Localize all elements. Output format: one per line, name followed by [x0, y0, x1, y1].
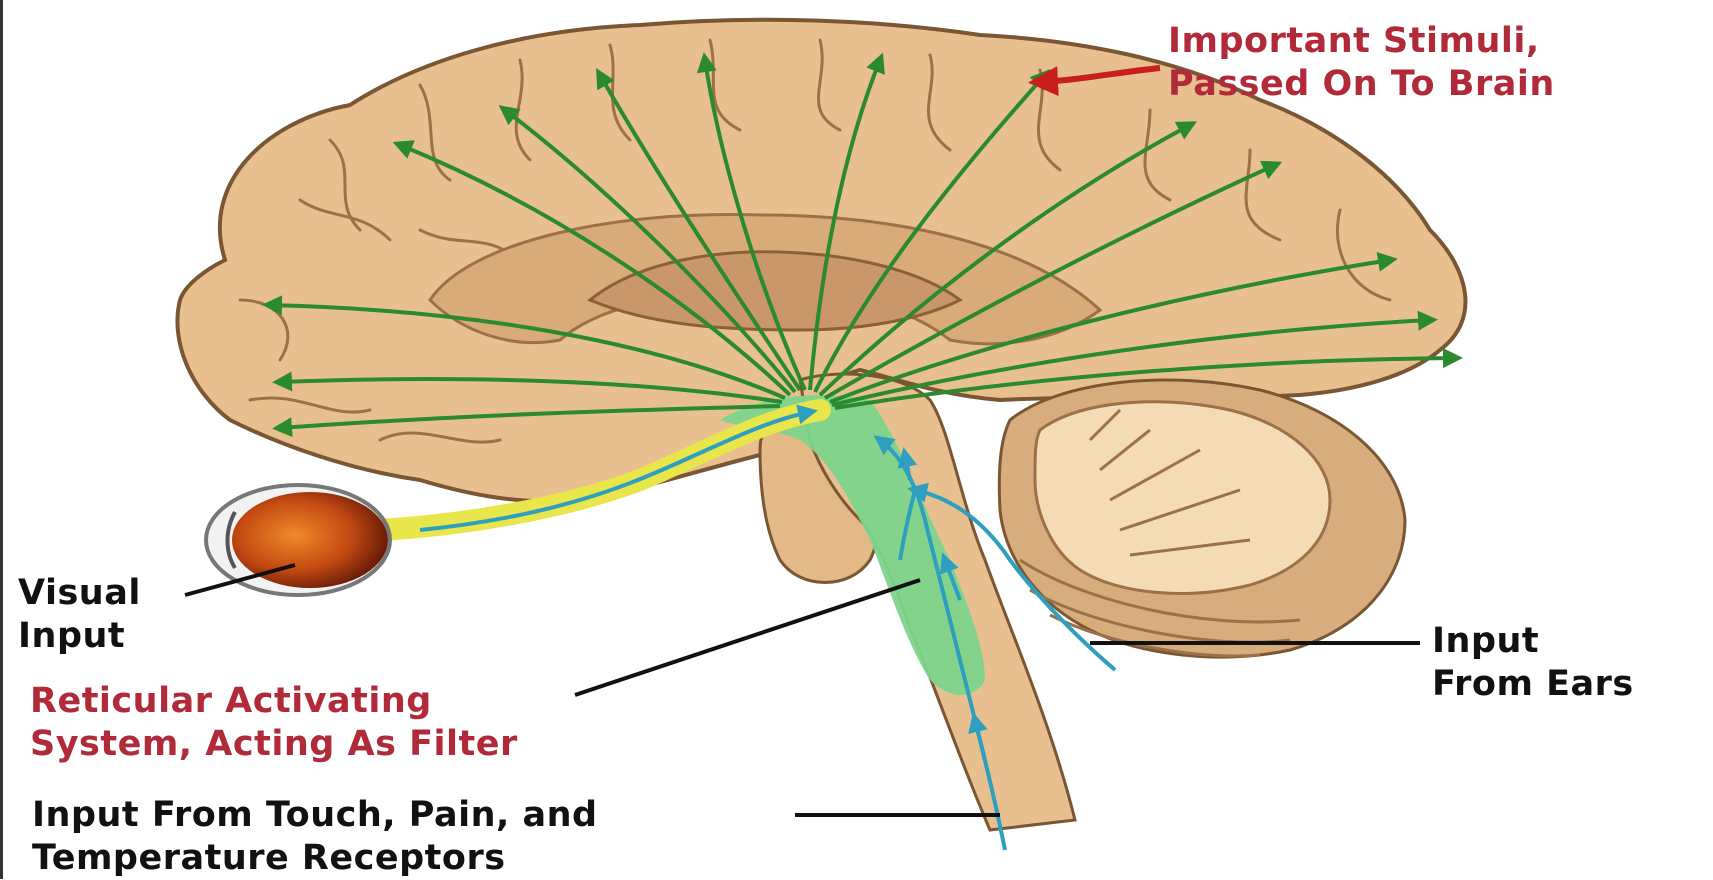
important-stimuli-text: Important Stimuli, Passed On To Brain: [1168, 21, 1555, 104]
eye: [206, 485, 390, 595]
touch-input-label: Input From Touch, Pain, and Temperature …: [32, 794, 598, 880]
reticular-leader: [575, 580, 920, 695]
touch-input-text: Input From Touch, Pain, and Temperature …: [32, 795, 598, 878]
important-stimuli-label: Important Stimuli, Passed On To Brain: [1168, 20, 1555, 106]
reticular-text: Reticular Activating System, Acting As F…: [30, 681, 518, 764]
ear-input-text: Input From Ears: [1432, 621, 1634, 704]
visual-input-text: Visual Input: [18, 573, 141, 656]
ear-input-label: Input From Ears: [1432, 620, 1634, 706]
reticular-label: Reticular Activating System, Acting As F…: [30, 680, 518, 766]
visual-input-label: Visual Input: [18, 572, 141, 658]
